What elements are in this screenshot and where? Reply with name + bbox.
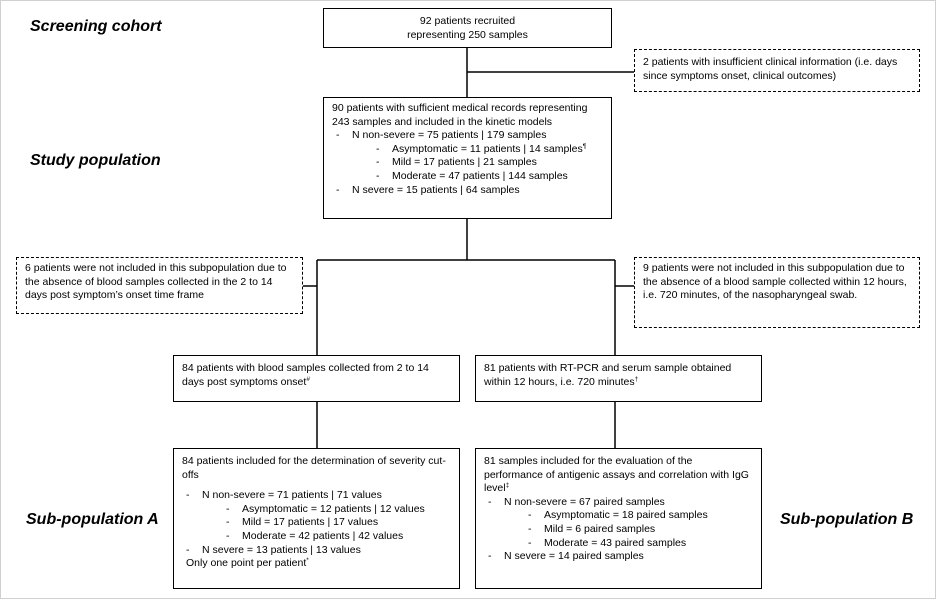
sub-a-non-severe: N non-severe = 71 patients | 71 values <box>202 489 382 502</box>
dash-bullet: - <box>488 550 492 563</box>
sub-b-intro: 81 samples included for the evaluation o… <box>484 455 749 495</box>
sub-a-note-line: Only one point per patient* <box>182 557 451 571</box>
blood-2-14-text: 84 patients with blood samples collected… <box>182 362 429 388</box>
sub-b-asymptomatic: Asymptomatic = 18 paired samples <box>544 509 708 522</box>
box-excluded-b: 9 patients were not included in this sub… <box>634 257 920 328</box>
sub-b-asymptomatic-item: -Asymptomatic = 18 paired samples <box>484 509 753 523</box>
sub-b-mild: Mild = 6 paired samples <box>544 522 656 535</box>
study-severe: N severe = 15 patients | 64 samples <box>352 183 520 196</box>
label-screening-cohort: Screening cohort <box>30 18 162 35</box>
rtpcr-text: 81 patients with RT-PCR and serum sample… <box>484 362 732 388</box>
sub-b-non-severe-item: -N non-severe = 67 paired samples <box>484 496 753 510</box>
dash-bullet: - <box>376 169 380 182</box>
dash-bullet: - <box>376 142 380 155</box>
sub-b-moderate: Moderate = 43 paired samples <box>544 536 687 549</box>
study-intro: 90 patients with sufficient medical reco… <box>332 102 588 128</box>
sub-a-mild: Mild = 17 patients | 17 values <box>242 516 379 529</box>
study-severe-item: -N severe = 15 patients | 64 samples <box>332 184 603 198</box>
excluded-a-text: 6 patients were not included in this sub… <box>25 262 287 302</box>
dash-bullet: - <box>528 509 532 522</box>
study-non-severe: N non-severe = 75 patients | 179 samples <box>352 129 547 142</box>
box-excluded-clinical: 2 patients with insufficient clinical in… <box>634 49 920 92</box>
box-sub-population-a: 84 patients included for the determinati… <box>173 448 460 589</box>
recruited-line2: representing 250 samples <box>407 28 528 41</box>
dash-bullet: - <box>186 489 190 502</box>
dash-bullet: - <box>336 183 340 196</box>
sub-b-severe: N severe = 14 paired samples <box>504 550 644 563</box>
study-asymptomatic-mark: ¶ <box>582 142 587 150</box>
dash-bullet: - <box>226 516 230 529</box>
dash-bullet: - <box>528 522 532 535</box>
recruited-line1: 92 patients recruited <box>419 15 516 27</box>
sub-a-note: Only one point per patient <box>186 557 307 570</box>
sub-a-asymptomatic: Asymptomatic = 12 patients | 12 values <box>242 502 425 515</box>
sub-b-non-severe: N non-severe = 67 paired samples <box>504 495 665 508</box>
box-recruited: 92 patients recruited representing 250 s… <box>323 8 612 48</box>
sub-a-moderate: Moderate = 42 patients | 42 values <box>242 529 404 542</box>
sub-a-mild-item: -Mild = 17 patients | 17 values <box>182 516 451 530</box>
sub-b-intro-mark: ‡ <box>505 482 510 490</box>
box-sub-population-b: 81 samples included for the evaluation o… <box>475 448 762 589</box>
sub-b-mild-item: -Mild = 6 paired samples <box>484 523 753 537</box>
study-mild: Mild = 17 patients | 21 samples <box>392 156 537 169</box>
dash-bullet: - <box>376 156 380 169</box>
dash-bullet: - <box>336 129 340 142</box>
dash-bullet: - <box>186 543 190 556</box>
sub-b-severe-item: -N severe = 14 paired samples <box>484 550 753 564</box>
label-sub-population-a: Sub-population A <box>26 511 159 528</box>
sub-a-non-severe-item: -N non-severe = 71 patients | 71 values <box>182 489 451 503</box>
excluded-b-text: 9 patients were not included in this sub… <box>643 262 907 302</box>
study-asymptomatic: Asymptomatic = 11 patients | 14 samples <box>392 142 583 155</box>
sub-a-intro: 84 patients included for the determinati… <box>182 455 446 481</box>
study-moderate-item: -Moderate = 47 patients | 144 samples <box>332 170 603 184</box>
rtpcr-mark: † <box>634 375 639 383</box>
sub-a-severe-item: -N severe = 13 patients | 13 values <box>182 544 451 558</box>
sub-b-intro-line: 81 samples included for the evaluation o… <box>484 455 753 496</box>
study-moderate: Moderate = 47 patients | 144 samples <box>392 169 568 182</box>
label-sub-population-b: Sub-population B <box>780 511 914 528</box>
dash-bullet: - <box>226 529 230 542</box>
excluded-clinical-text: 2 patients with insufficient clinical in… <box>643 56 898 82</box>
blood-2-14-mark: # <box>306 375 310 383</box>
box-excluded-a: 6 patients were not included in this sub… <box>16 257 303 314</box>
dash-bullet: - <box>488 495 492 508</box>
sub-a-asymptomatic-item: -Asymptomatic = 12 patients | 12 values <box>182 503 451 517</box>
sub-a-moderate-item: -Moderate = 42 patients | 42 values <box>182 530 451 544</box>
sub-a-severe: N severe = 13 patients | 13 values <box>202 543 361 556</box>
box-blood-2-14: 84 patients with blood samples collected… <box>173 355 460 402</box>
sub-a-note-mark: * <box>306 557 309 565</box>
study-asymptomatic-item: -Asymptomatic = 11 patients | 14 samples… <box>332 143 603 157</box>
dash-bullet: - <box>528 536 532 549</box>
study-non-severe-item: -N non-severe = 75 patients | 179 sample… <box>332 129 603 143</box>
study-mild-item: -Mild = 17 patients | 21 samples <box>332 156 603 170</box>
box-rtpcr: 81 patients with RT-PCR and serum sample… <box>475 355 762 402</box>
box-study-population: 90 patients with sufficient medical reco… <box>323 97 612 219</box>
label-study-population: Study population <box>30 152 161 169</box>
dash-bullet: - <box>226 502 230 515</box>
sub-b-moderate-item: -Moderate = 43 paired samples <box>484 537 753 551</box>
